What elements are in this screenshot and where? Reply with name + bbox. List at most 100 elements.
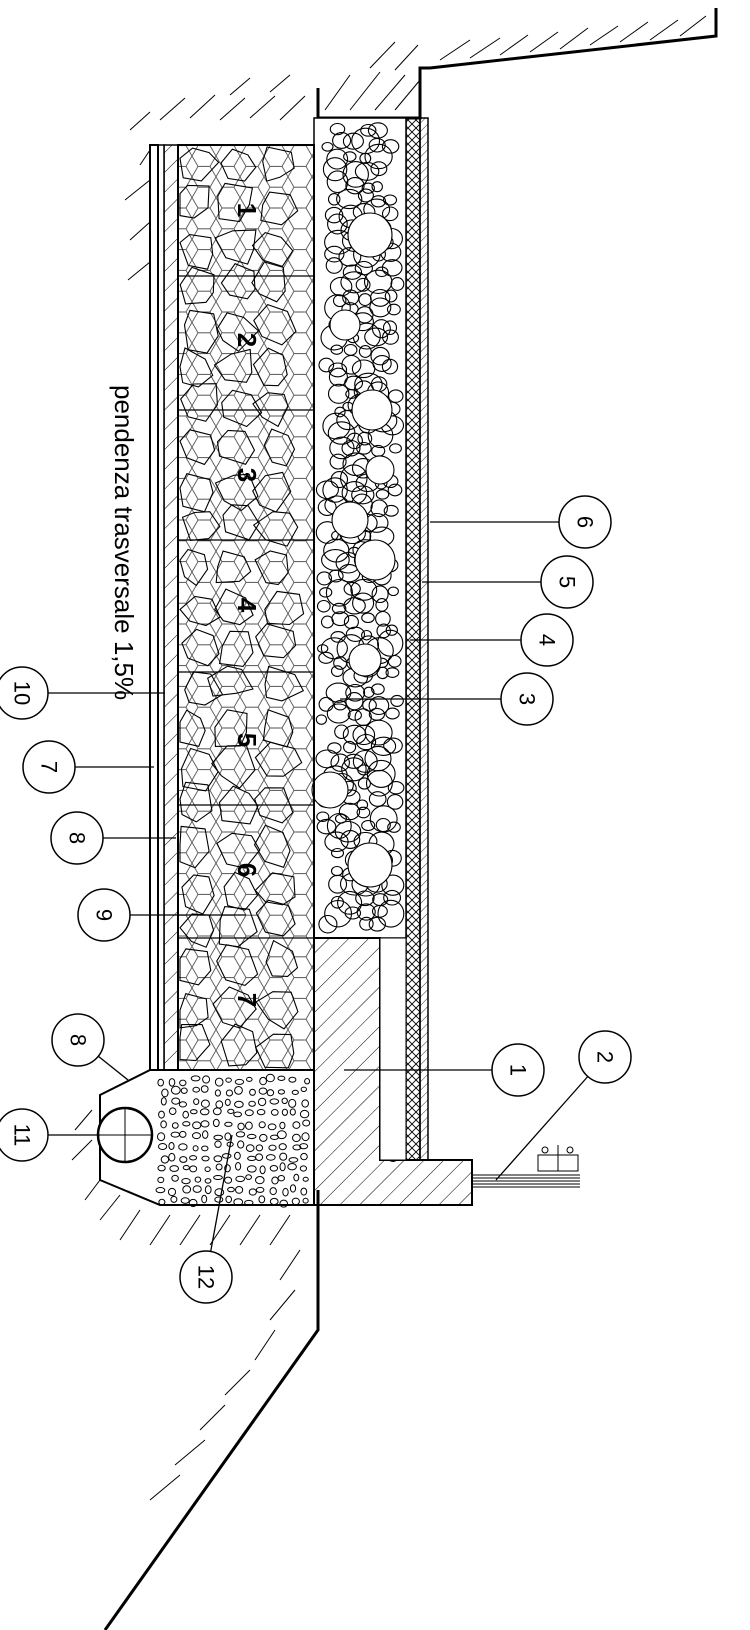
gravel-stone	[248, 1100, 256, 1107]
rubble-stone	[342, 132, 364, 150]
gravel-stone	[189, 1165, 198, 1173]
rubble-stone	[363, 686, 375, 698]
gravel-stone	[168, 1107, 177, 1115]
rubble-stone	[329, 436, 355, 460]
rubble-stone	[343, 614, 359, 630]
gravel-stone	[161, 1088, 169, 1098]
gravel-stone	[180, 1087, 188, 1094]
gabion-stone	[260, 191, 299, 226]
callout-label: 4	[535, 634, 560, 646]
rubble-stone	[370, 499, 388, 518]
rubble-stone	[371, 181, 383, 193]
gravel-stone	[246, 1133, 257, 1140]
gravel-stone	[215, 1163, 223, 1171]
rubble-stone	[347, 709, 362, 721]
gabion-stone	[215, 550, 252, 584]
rubble-stone	[350, 578, 378, 601]
gravel-stone	[279, 1152, 288, 1161]
rubble-stone	[371, 585, 389, 604]
gabion-stone	[252, 392, 289, 428]
rubble-stone	[366, 759, 396, 788]
rubble-stone	[383, 889, 402, 906]
rubble-stone	[326, 170, 349, 194]
gravel-stone	[292, 1144, 302, 1151]
gravel-stone	[224, 1176, 233, 1184]
gravel-stone	[157, 1132, 166, 1142]
rubble-stone	[327, 383, 350, 404]
gravel-stone	[192, 1145, 199, 1152]
rubble-stone-large	[351, 389, 393, 431]
gravel-stone	[281, 1097, 288, 1105]
rubble-stone	[345, 626, 366, 642]
callout-label: 5	[555, 576, 580, 588]
gravel-stone	[258, 1087, 268, 1095]
gravel-stone	[171, 1097, 181, 1105]
rubble-stone	[322, 412, 351, 440]
gravel-stone	[170, 1195, 178, 1203]
rubble-stone	[386, 794, 404, 810]
gabion-number: 1	[232, 203, 262, 217]
callout-label: 3	[515, 693, 540, 705]
rubble-stone	[325, 257, 343, 274]
callout-label: 2	[593, 1051, 618, 1063]
gravel-stone	[212, 1107, 222, 1116]
rubble-stone	[320, 637, 348, 660]
gravel-stone	[224, 1098, 231, 1107]
rubble-stone	[330, 665, 344, 677]
rubble-stone	[316, 811, 330, 822]
rubble-stone	[383, 737, 403, 754]
gravel-stone	[246, 1165, 257, 1173]
rubble-stone	[344, 906, 362, 920]
callout-circle	[77, 888, 131, 942]
gabion-stone	[265, 939, 299, 977]
callout-label: 6	[573, 516, 598, 528]
gabion-stone	[251, 261, 286, 303]
rubble-stone	[356, 903, 376, 921]
gabion-stone	[221, 389, 263, 428]
gabion-stone	[262, 146, 295, 182]
gabion-stone	[214, 229, 257, 265]
rubble-stone	[361, 612, 375, 624]
gravel-stone	[279, 1199, 289, 1208]
gabion-stone	[212, 986, 257, 1029]
gabion-stone	[180, 383, 218, 422]
rubble-stone	[356, 799, 369, 811]
rubble-stone	[345, 177, 365, 195]
slope-note: pendenza trasversale 1,5%	[109, 385, 139, 700]
gabion-stone	[179, 948, 212, 986]
rubble-stone	[352, 724, 376, 746]
gravel-stone	[268, 1144, 277, 1151]
rubble-stone	[355, 277, 371, 292]
gravel-stone	[214, 1089, 221, 1097]
rubble-stone	[325, 578, 353, 607]
gravel-stone	[255, 1186, 265, 1193]
gravel-stone	[255, 1144, 264, 1152]
gravel-stone	[157, 1176, 165, 1184]
rubble-stone	[326, 703, 351, 724]
rubble-stone	[327, 742, 342, 754]
rubble-stone	[334, 724, 349, 739]
gabion-stone	[179, 347, 214, 388]
rubble-stone	[336, 188, 363, 210]
callout-label: 10	[10, 681, 35, 705]
trench-gravel	[155, 1073, 311, 1208]
gravel-stone	[293, 1173, 300, 1182]
rubble-stone	[321, 141, 334, 152]
rubble-stone	[316, 571, 333, 586]
gabion-stone	[254, 741, 303, 777]
gabion-stone	[253, 824, 291, 868]
gravel-stone	[189, 1155, 198, 1161]
callout-label: 1	[506, 1064, 531, 1076]
gabion-stone	[211, 744, 256, 789]
gabion-stone	[213, 348, 253, 383]
gravel-stone	[157, 1164, 166, 1172]
gravel-stone	[235, 1186, 244, 1194]
gabion-stone	[255, 991, 299, 1030]
rubble-stone	[370, 346, 390, 366]
gravel-stone	[259, 1133, 268, 1142]
gabion-number: 4	[232, 598, 262, 613]
gravel-stone	[201, 1194, 208, 1204]
anchor-element-2	[472, 1145, 580, 1188]
gabion-stone	[179, 825, 210, 869]
gravel-stone	[213, 1175, 223, 1180]
